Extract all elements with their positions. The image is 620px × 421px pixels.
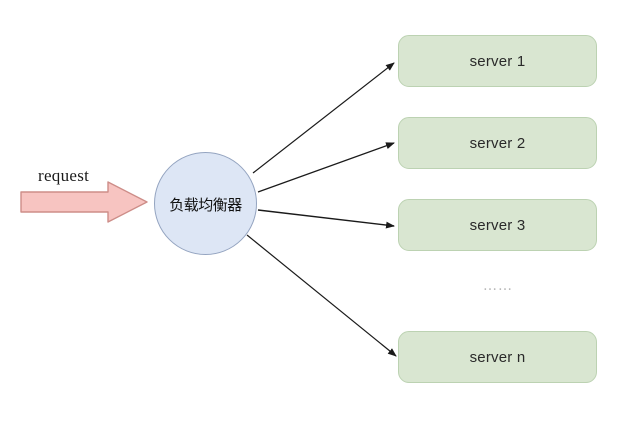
server-node-2[interactable]: server 2 bbox=[398, 117, 597, 169]
server-label: server 3 bbox=[469, 216, 526, 234]
load-balancer-label: 负载均衡器 bbox=[169, 196, 242, 214]
edge-to-server-1 bbox=[252, 62, 395, 174]
load-balancer-node[interactable]: 负载均衡器 bbox=[154, 152, 257, 255]
edge-to-server-n bbox=[246, 234, 397, 357]
server-node-1[interactable]: server 1 bbox=[398, 35, 597, 87]
edge-to-server-3 bbox=[257, 209, 395, 229]
edge-to-server-2 bbox=[257, 142, 395, 193]
ellipsis-label: …… bbox=[483, 278, 513, 294]
server-node-n[interactable]: server n bbox=[398, 331, 597, 383]
request-block-arrow bbox=[20, 181, 148, 223]
server-label: server 2 bbox=[469, 134, 526, 152]
server-label: server 1 bbox=[469, 52, 526, 70]
server-label: server n bbox=[469, 348, 526, 366]
server-node-3[interactable]: server 3 bbox=[398, 199, 597, 251]
request-label: request bbox=[38, 166, 90, 185]
